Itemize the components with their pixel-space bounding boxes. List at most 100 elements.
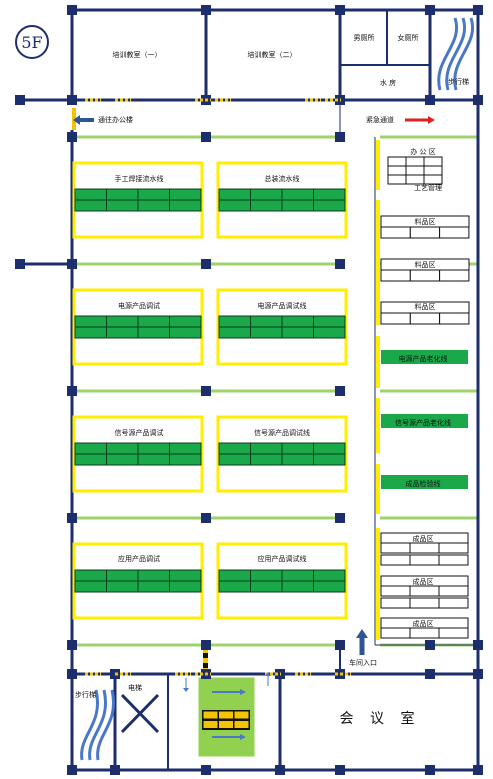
yellow-strip — [376, 398, 380, 453]
workstation — [250, 188, 283, 201]
hazard-stripe — [203, 653, 208, 658]
lift-arrow-head — [240, 734, 246, 740]
finished-shelf — [380, 542, 411, 554]
workstation — [169, 199, 202, 212]
to-office-arrow-head — [73, 115, 80, 125]
entrance-arrow-head — [356, 629, 368, 638]
signal-aging-line — [381, 414, 468, 428]
finished-shelf — [438, 585, 469, 597]
workstation — [169, 442, 202, 455]
finished-shelf — [409, 542, 440, 554]
stair-wave — [80, 689, 99, 761]
pillar — [15, 259, 25, 269]
pillar — [67, 765, 77, 775]
pillar — [473, 5, 483, 15]
pillar — [201, 386, 211, 396]
pillar — [425, 669, 435, 679]
cargo-crate — [233, 710, 250, 720]
workstation — [74, 569, 107, 582]
workstation — [313, 453, 346, 466]
pillar — [67, 5, 77, 15]
finished-area-label-2: 成品区 — [412, 578, 434, 586]
workstation — [74, 442, 107, 455]
pillar — [15, 95, 25, 105]
stair-wave — [445, 17, 467, 91]
workstation — [106, 453, 139, 466]
pillar — [425, 640, 435, 650]
room-training-2: 培训教室（二） — [247, 51, 297, 59]
workstation — [169, 580, 202, 593]
finished-shelf — [409, 627, 440, 639]
pillar — [201, 132, 211, 142]
pillar — [335, 765, 345, 775]
finished-area-label-1: 成品区 — [412, 535, 434, 543]
finished-shelf — [380, 554, 411, 566]
workstation — [313, 569, 346, 582]
material-shelf — [439, 269, 470, 282]
room-water: 水 房 — [379, 79, 397, 87]
workstation — [281, 580, 314, 593]
finished-shelf — [380, 597, 411, 609]
pillar — [335, 5, 345, 15]
workstation — [250, 569, 283, 582]
workstation — [218, 569, 251, 582]
pillar — [473, 765, 483, 775]
workstation — [106, 580, 139, 593]
yellow-strip — [376, 336, 380, 388]
office-desk — [387, 174, 407, 185]
workstation — [137, 315, 170, 328]
office-desk — [423, 156, 443, 167]
zone-title-power-debug-line: 电源产品调试线 — [257, 302, 307, 310]
stair-wave — [437, 17, 459, 91]
workstation — [106, 569, 139, 582]
pillar — [425, 5, 435, 15]
workstation — [218, 453, 251, 466]
material-area-label-3: 料品区 — [414, 303, 436, 311]
material-shelf — [409, 312, 441, 325]
workstation — [137, 326, 170, 339]
elevator-label: 电梯 — [128, 684, 142, 692]
workstation — [169, 569, 202, 582]
right-zone — [376, 140, 470, 640]
room-training-1: 培训教室（一） — [112, 51, 162, 59]
office-desk — [405, 156, 425, 167]
workstation — [218, 315, 251, 328]
pillar — [67, 640, 77, 650]
office-desk — [387, 165, 407, 176]
material-shelf — [439, 226, 470, 239]
workstation — [281, 188, 314, 201]
workstation — [250, 453, 283, 466]
pillar — [425, 765, 435, 775]
workstation — [74, 199, 107, 212]
pillar — [67, 259, 77, 269]
yellow-strip — [376, 464, 380, 514]
pillar — [67, 386, 77, 396]
emergency-label: 紧急通道 — [366, 116, 394, 124]
lift-arrow-head — [240, 689, 246, 695]
stairs-top-label: 步行梯 — [448, 78, 469, 86]
final-inspection-label: 成品检验线 — [405, 480, 441, 488]
cargo-crate — [233, 720, 250, 729]
pillar — [335, 259, 345, 269]
workstation — [313, 315, 346, 328]
pillar — [335, 132, 345, 142]
office-desk — [387, 156, 407, 167]
workstation — [106, 315, 139, 328]
material-shelf — [409, 269, 441, 282]
workstation — [137, 199, 170, 212]
pillar — [110, 765, 120, 775]
hazard-stripe — [203, 658, 208, 663]
material-shelf — [380, 312, 411, 325]
pillar — [335, 386, 345, 396]
process-mgmt-label: 工艺管理 — [414, 184, 442, 192]
final-inspection-line — [381, 475, 468, 489]
floor-number: 5F — [21, 32, 43, 52]
workstation — [106, 326, 139, 339]
small-arrow-head — [183, 688, 189, 692]
workstation — [250, 326, 283, 339]
stair-wave — [88, 689, 107, 761]
cargo-crate — [218, 710, 234, 720]
workstation — [169, 326, 202, 339]
arrows — [73, 115, 435, 740]
